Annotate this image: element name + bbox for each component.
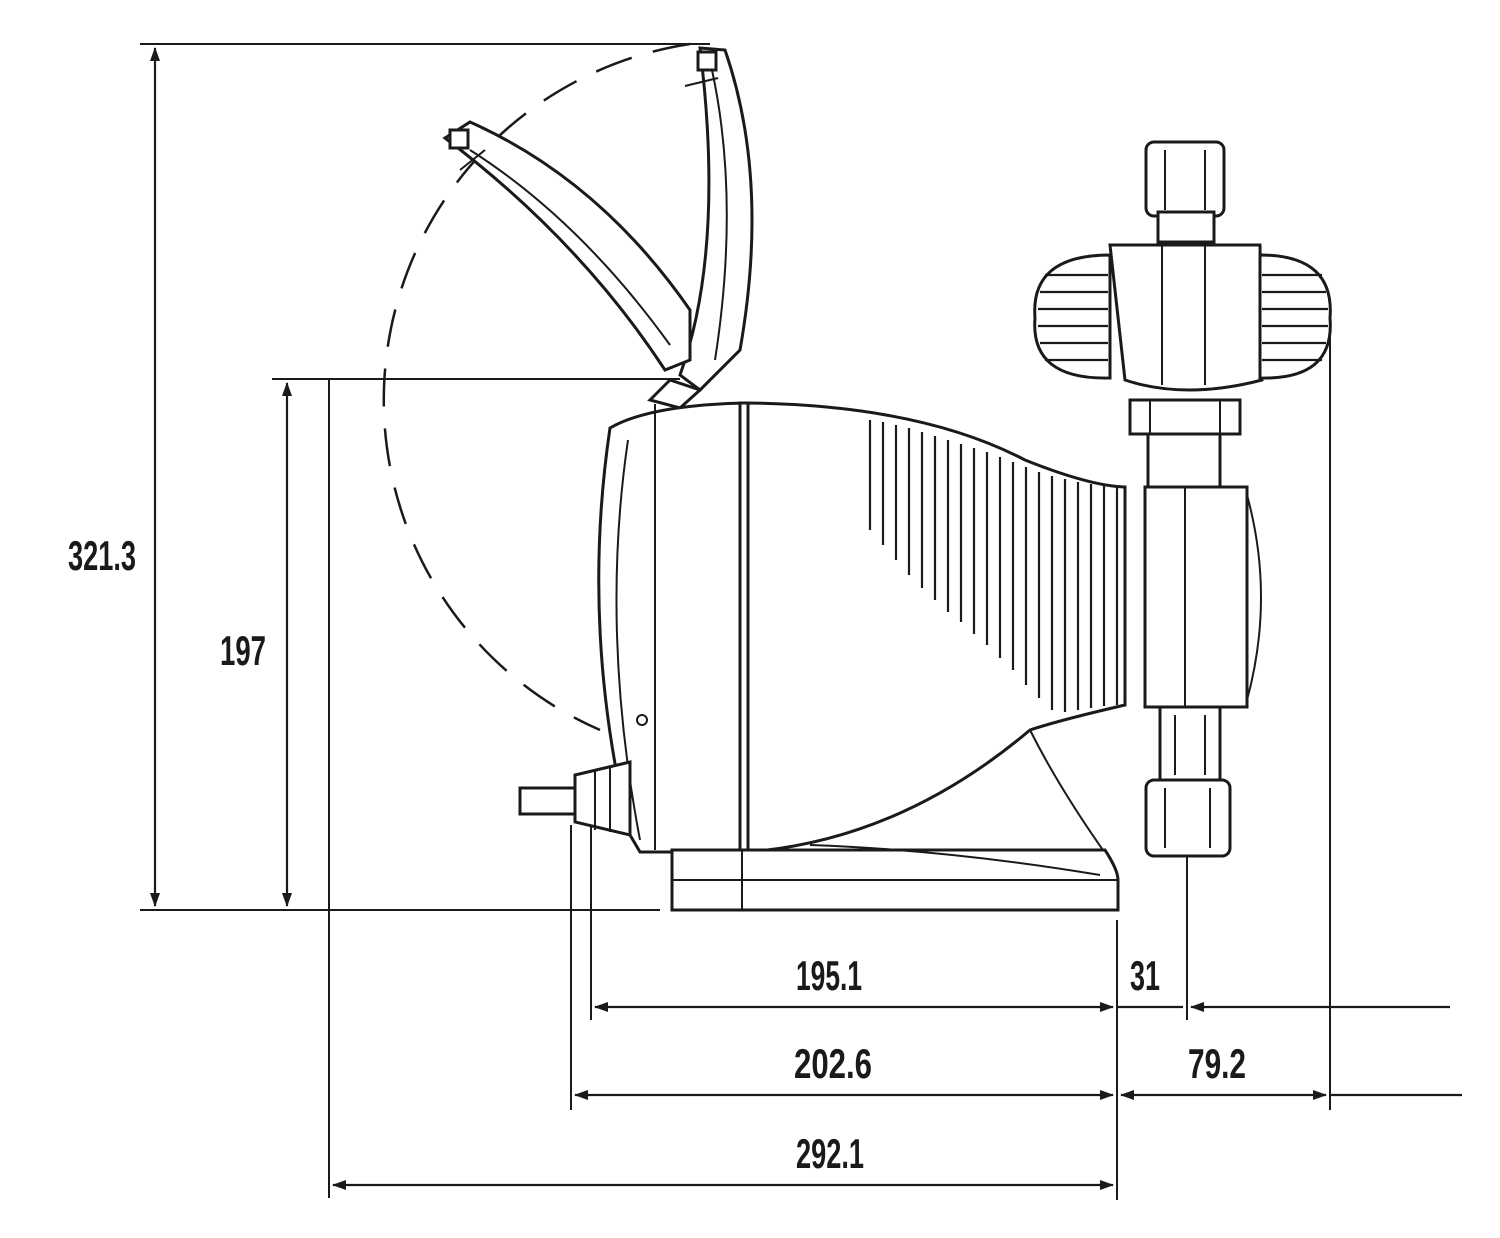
cooling-fins xyxy=(868,420,1119,712)
cable-gland xyxy=(518,760,632,837)
pump-body xyxy=(597,401,1262,861)
dim-valve-offset-label: 31 xyxy=(1130,952,1160,999)
lid-swing-arc xyxy=(382,42,691,732)
dim-body-height-label: 197 xyxy=(220,627,266,674)
dim-base-to-valve-label: 195.1 xyxy=(796,952,862,999)
dim-cable-to-base-label: 202.6 xyxy=(794,1040,872,1087)
dim-total-height-label: 321.3 xyxy=(68,532,136,579)
dim-valve-head-width-label: 79.2 xyxy=(1188,1040,1246,1087)
dim-total-depth-label: 292.1 xyxy=(796,1130,864,1177)
open-lid xyxy=(442,46,754,410)
dimension-labels: 321.3 197 195.1 31 202.6 79.2 292.1 xyxy=(68,532,1246,1177)
dimension-lines xyxy=(140,43,1462,1200)
pump-base xyxy=(670,844,1120,912)
discharge-valve xyxy=(1033,140,1332,489)
suction-valve xyxy=(1144,705,1232,858)
